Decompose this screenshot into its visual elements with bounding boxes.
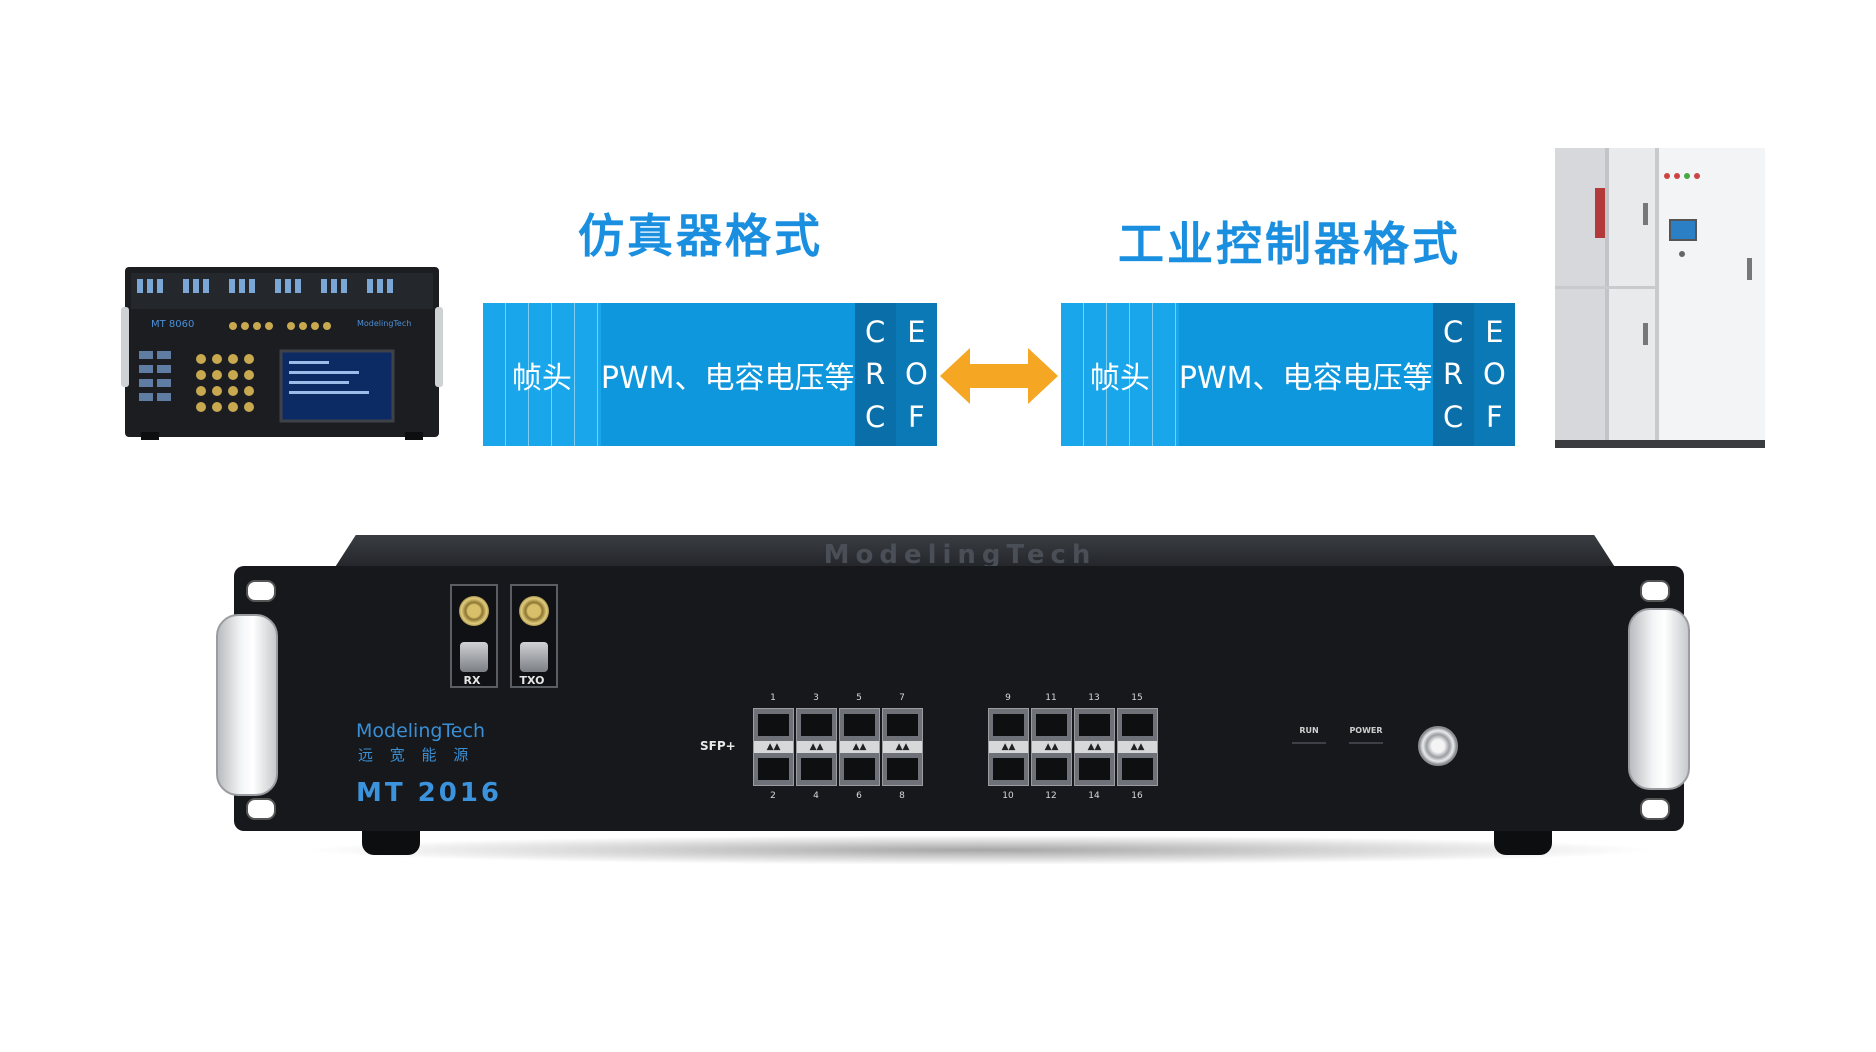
port-number: 16 (1131, 791, 1143, 801)
eof-letter: F (1486, 399, 1503, 434)
frame-payload-label: PWM、电容电压等 (600, 360, 855, 396)
sfp-ports-group-9-16: ▲▲ ▲▲ ▲▲ ▲▲ (988, 708, 1158, 786)
frame-header-label: 帧头 (511, 360, 572, 396)
port-number: 5 (856, 693, 862, 703)
tx-label: TXO (519, 674, 545, 687)
crc-letter: C (1443, 399, 1464, 434)
eof-letter: O (1482, 357, 1506, 392)
sfp-port-cage[interactable]: ▲▲ (796, 708, 837, 786)
rack-ear-hole (246, 580, 276, 602)
rack-ear-hole (1640, 798, 1670, 820)
simulator-format-heading: 仿真器格式 (578, 209, 823, 263)
simulator-model-label: MT 8060 (151, 319, 195, 330)
crc-letter: R (865, 357, 886, 392)
frame-crc-segment: C R C (854, 303, 896, 446)
eof-letter: E (1485, 315, 1504, 350)
tx-antenna-port[interactable] (510, 584, 558, 688)
chassis-top-logo: ModelingTech (823, 540, 1097, 570)
rack-ear-hole (1640, 580, 1670, 602)
rx-label: RX (463, 674, 481, 687)
port-number: 8 (899, 791, 905, 801)
crc-letter: R (1443, 357, 1464, 392)
port-number: 1 (770, 693, 776, 703)
port-number: 10 (1002, 791, 1014, 801)
controller-format-heading: 工业控制器格式 (1118, 217, 1461, 271)
crc-letter: C (1443, 315, 1464, 350)
eof-letter: F (908, 399, 925, 434)
sfp-port-cage[interactable]: ▲▲ (753, 708, 794, 786)
run-led (1292, 742, 1326, 744)
industrial-controller-cabinet-image (1555, 148, 1765, 448)
power-led-label: POWER (1349, 726, 1383, 735)
sfp-port-cage[interactable]: ▲▲ (1031, 708, 1072, 786)
double-arrow-icon (940, 348, 1058, 404)
frame-header-label: 帧头 (1089, 360, 1150, 396)
rx-antenna-port[interactable] (450, 584, 498, 688)
sfp-ports-group-1-8: ▲▲ ▲▲ ▲▲ ▲▲ (753, 708, 923, 786)
port-number: 12 (1045, 791, 1057, 801)
port-number: 11 (1045, 693, 1057, 703)
frame-eof-segment: E O F (1473, 303, 1515, 446)
sfp-port-cage[interactable]: ▲▲ (1117, 708, 1158, 786)
frame-payload-segment: PWM、电容电压等 (600, 303, 855, 446)
rack-ear-hole (246, 798, 276, 820)
eof-letter: O (904, 357, 928, 392)
sfp-port-cage[interactable]: ▲▲ (839, 708, 880, 786)
device-brand-logo: ModelingTech (356, 720, 485, 742)
controller-frame: 帧头 PWM、电容电压等 C R C E O F (1061, 303, 1515, 446)
frame-eof-segment: E O F (895, 303, 937, 446)
sfp-label: SFP+ (700, 739, 736, 753)
frame-payload-label: PWM、电容电压等 (1178, 360, 1433, 396)
device-model-label: MT 2016 (356, 778, 503, 808)
sma-connector-icon (519, 596, 549, 626)
frame-crc-segment: C R C (1432, 303, 1474, 446)
run-led-label: RUN (1299, 726, 1319, 735)
sfp-port-cage[interactable]: ▲▲ (1074, 708, 1115, 786)
power-button[interactable] (1418, 726, 1458, 766)
crc-letter: C (865, 315, 886, 350)
mt8060-simulator-image: MT 8060 ModelingTech (121, 267, 443, 447)
frame-payload-segment: PWM、电容电压等 (1178, 303, 1433, 446)
port-number: 7 (899, 693, 905, 703)
port-number: 9 (1005, 693, 1011, 703)
frame-header-segment: 帧头 (483, 303, 601, 446)
port-number: 6 (856, 791, 862, 801)
device-foot (362, 831, 420, 855)
device-shadow (300, 835, 1660, 865)
sma-connector-icon (459, 596, 489, 626)
left-rack-handle (216, 614, 278, 796)
port-number: 15 (1131, 693, 1143, 703)
device-foot (1494, 831, 1552, 855)
sfp-port-cage[interactable]: ▲▲ (988, 708, 1029, 786)
frame-header-segment: 帧头 (1061, 303, 1179, 446)
port-number: 4 (813, 791, 819, 801)
tx-button[interactable] (520, 642, 548, 672)
crc-letter: C (865, 399, 886, 434)
mt2016-faceplate: RX TXO ModelingTech 远 宽 能 源 MT 2016 SFP+… (234, 566, 1684, 831)
right-rack-handle (1628, 608, 1690, 790)
port-number: 14 (1088, 791, 1100, 801)
port-number: 3 (813, 693, 819, 703)
rx-button[interactable] (460, 642, 488, 672)
simulator-brand-label: ModelingTech (357, 319, 412, 328)
power-led (1349, 742, 1383, 744)
simulator-frame: 帧头 PWM、电容电压等 C R C E O F (483, 303, 937, 446)
device-brand-cn: 远 宽 能 源 (358, 746, 475, 764)
eof-letter: E (907, 315, 926, 350)
sfp-port-cage[interactable]: ▲▲ (882, 708, 923, 786)
port-number: 2 (770, 791, 776, 801)
port-number: 13 (1088, 693, 1100, 703)
